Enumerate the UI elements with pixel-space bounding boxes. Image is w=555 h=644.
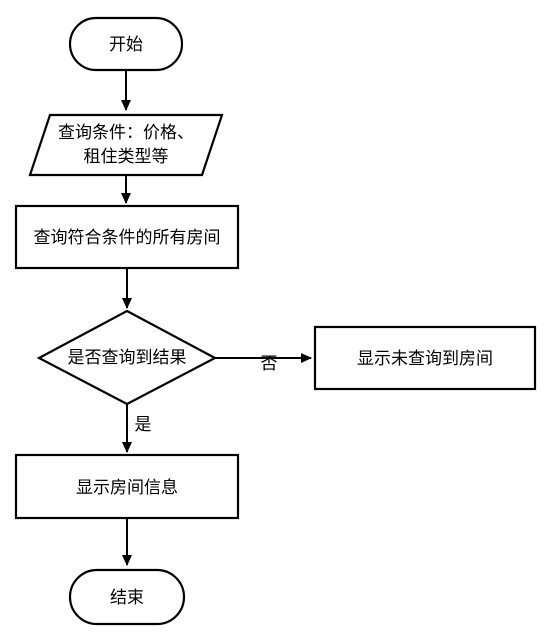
not-found-node: 显示未查询到房间 bbox=[313, 325, 537, 391]
not-found-label: 显示未查询到房间 bbox=[357, 349, 493, 369]
query-node: 查询符合条件的所有房间 bbox=[14, 204, 240, 270]
show-info-node: 显示房间信息 bbox=[14, 453, 240, 520]
start-node: 开始 bbox=[68, 16, 184, 72]
start-label: 开始 bbox=[109, 35, 143, 55]
show-info-label: 显示房间信息 bbox=[76, 478, 178, 498]
end-label: 结束 bbox=[110, 588, 144, 608]
decision-label: 是否查询到结果 bbox=[68, 348, 187, 368]
yes-label: 是 bbox=[135, 415, 152, 435]
query-label: 查询符合条件的所有房间 bbox=[34, 228, 221, 248]
input-node: 查询条件：价格、 租住类型等 bbox=[28, 113, 224, 177]
decision-node: 是否查询到结果 bbox=[36, 309, 218, 406]
no-label: 否 bbox=[261, 354, 278, 374]
end-node: 结束 bbox=[68, 568, 186, 626]
input-label-line1: 查询条件：价格、 bbox=[58, 123, 194, 143]
input-label-line2: 租住类型等 bbox=[84, 147, 169, 167]
